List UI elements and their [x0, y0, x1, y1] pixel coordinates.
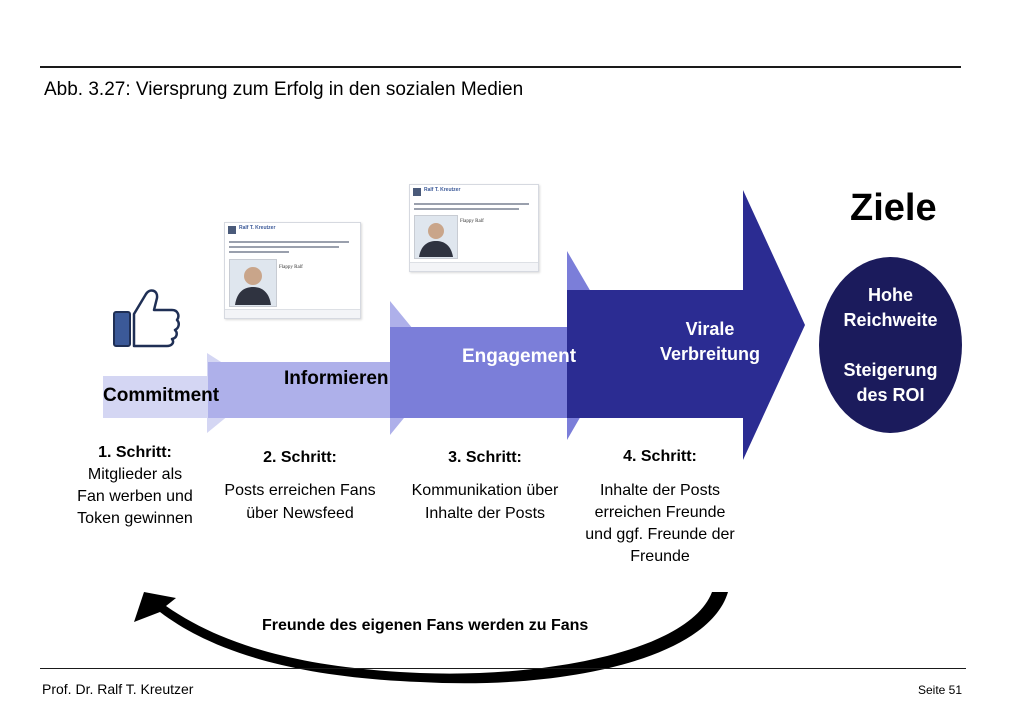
figure-title: Abb. 3.27: Viersprung zum Erfolg in den …	[44, 79, 524, 100]
goal-line-2: Reichweite	[843, 309, 938, 330]
label-commitment: Commitment	[103, 385, 220, 406]
step-2: 2. Schritt: Posts erreichen Fans über Ne…	[205, 446, 395, 525]
step-3: 3. Schritt: Kommunikation über Inhalte d…	[395, 446, 575, 525]
label-virale-line2: Verbreitung	[659, 344, 761, 364]
step-2-line: über Newsfeed	[246, 505, 354, 522]
label-informieren: Informieren	[284, 368, 389, 389]
step-3-line: Kommunikation über	[411, 482, 559, 499]
step-1-line: Fan werben und	[77, 488, 193, 505]
step-2-line: Posts erreichen Fans	[224, 482, 376, 499]
label-engagement: Engagement	[462, 346, 577, 367]
step-4-line: und ggf. Freunde der	[585, 526, 735, 543]
facebook-post-preview: Ralf T. Kreutzer Flappy Ralf	[409, 184, 539, 272]
step-2-head: 2. Schritt:	[263, 449, 337, 466]
loop-arrow	[134, 592, 728, 684]
goal-line-1: Hohe	[868, 284, 913, 305]
goal-line-4: des ROI	[856, 384, 925, 405]
step-4-line: erreichen Freunde	[594, 504, 726, 521]
step-1: 1. Schritt: Mitglieder als Fan werben un…	[60, 442, 210, 530]
goals-title: Ziele	[850, 187, 937, 229]
label-virale-verbreitung: Virale Verbreitung	[640, 317, 780, 367]
footer-author: Prof. Dr. Ralf T. Kreutzer	[42, 681, 194, 697]
goal-line-3: Steigerung	[843, 359, 938, 380]
step-3-head: 3. Schritt:	[448, 449, 522, 466]
step-4-head: 4. Schritt:	[623, 448, 697, 465]
step-4-line: Inhalte der Posts	[599, 482, 721, 499]
footer-page-number: Seite 51	[918, 683, 963, 697]
arrow-virale-verbreitung	[567, 190, 805, 460]
goals-circle: Hohe Reichweite Steigerung des ROI	[819, 257, 962, 433]
loop-label: Freunde des eigenen Fans werden zu Fans	[262, 617, 589, 634]
step-1-line: Token gewinnen	[77, 510, 193, 527]
facebook-post-preview: Ralf T. Kreutzer Flappy Ralf	[224, 222, 361, 319]
person-photo-icon	[419, 223, 453, 257]
step-3-line: Inhalte der Posts	[424, 505, 546, 522]
step-1-line: Mitglieder als	[87, 466, 183, 483]
thumbs-up-icon	[113, 289, 180, 348]
arrow-engagement	[390, 251, 622, 440]
label-virale-line1: Virale	[685, 319, 735, 339]
top-rule	[40, 66, 961, 68]
step-1-head: 1. Schritt:	[98, 444, 172, 461]
step-4-line: Freunde	[630, 548, 690, 565]
arrow-informieren	[208, 301, 445, 435]
step-4: 4. Schritt: Inhalte der Posts erreichen …	[570, 446, 750, 568]
person-photo-icon	[235, 267, 271, 305]
bottom-rule	[40, 668, 966, 669]
